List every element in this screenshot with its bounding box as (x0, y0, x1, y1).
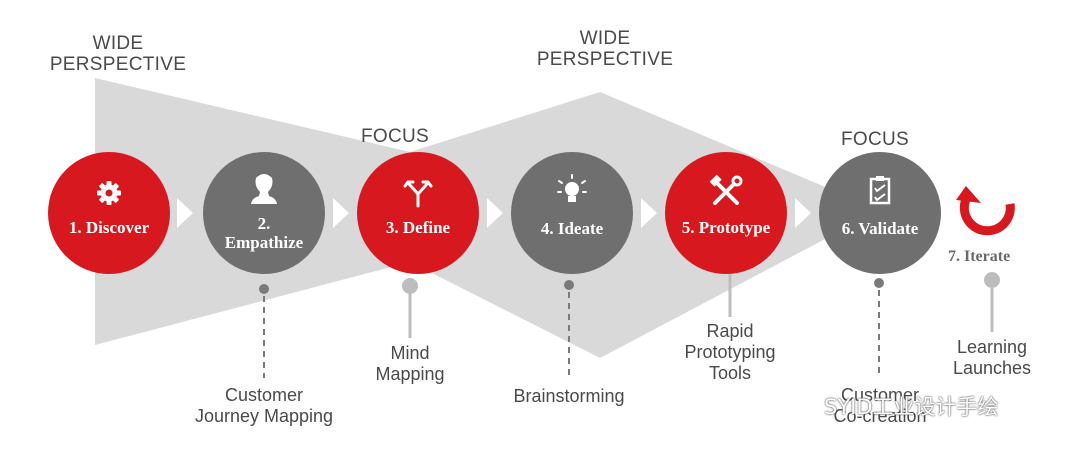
step-circle-ideate (511, 152, 633, 274)
method-label-iterate: Learning Launches (952, 337, 1032, 378)
cycle-arrow-icon (956, 186, 1015, 236)
step-label-discover: 1. Discover (68, 218, 150, 237)
person-icon (251, 174, 277, 204)
method-label-validate: Customer Co-creation (833, 385, 927, 426)
step-circle-validate (819, 152, 941, 274)
clipboard-icon (869, 176, 891, 205)
step-circle-define (357, 152, 479, 274)
chevron-icon (641, 198, 657, 228)
method-label-prototype: Rapid Prototyping Tools (684, 321, 776, 383)
wide-perspective-heading-1: WIDE PERSPECTIVE (49, 33, 187, 75)
tools-icon (709, 174, 743, 205)
connector-ideate (564, 280, 574, 378)
focus-heading-2: FOCUS (841, 129, 909, 150)
wide-perspective-heading-2: WIDE PERSPECTIVE (536, 28, 674, 70)
step-label-iterate: 7. Iterate (948, 248, 1011, 265)
connector-iterate (984, 272, 1000, 332)
connector-empathize (259, 284, 269, 378)
method-label-define: Mind Mapping (375, 343, 445, 384)
method-label-ideate: Brainstorming (513, 386, 625, 406)
connector-define (402, 278, 418, 338)
chevron-icon (177, 198, 193, 228)
step-label-empathize: 2. Empathize (224, 214, 304, 252)
step-label-ideate: 4. Ideate (540, 219, 604, 238)
step-circle-discover (48, 152, 170, 274)
step-circle-empathize (203, 152, 325, 274)
focus-heading-1: FOCUS (361, 126, 429, 147)
step-circle-prototype (665, 152, 787, 274)
chat-bubble-icon (790, 390, 823, 416)
connector-validate (874, 278, 884, 378)
step-label-prototype: 5. Prototype (681, 218, 771, 237)
lightbulb-icon (557, 174, 587, 202)
split-arrows-icon (403, 180, 433, 208)
chevron-icon (487, 198, 503, 228)
step-label-define: 3. Define (385, 218, 451, 237)
chevron-icon (795, 198, 811, 228)
gear-icon (97, 181, 121, 205)
chevron-icon (333, 198, 349, 228)
step-label-validate: 6. Validate (841, 219, 919, 238)
watermark-text: SYID工业设计手绘 (824, 395, 999, 419)
method-label-empathize: Customer Journey Mapping (194, 385, 334, 426)
